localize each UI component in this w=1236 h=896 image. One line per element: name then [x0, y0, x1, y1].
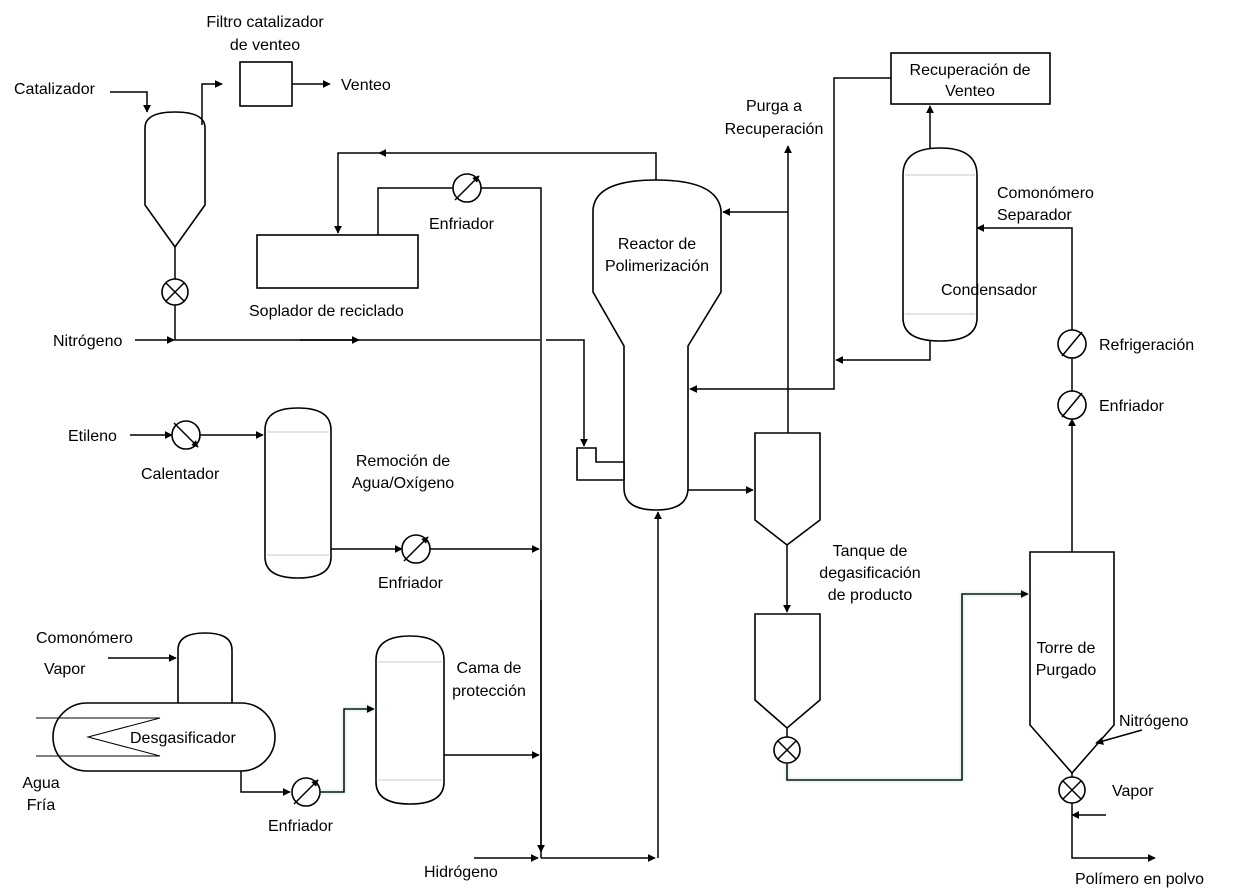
tank-label-line1: Tanque de: [833, 543, 908, 560]
ethylene-heater-icon: [171, 420, 201, 450]
removal-cooler-icon: [401, 534, 431, 564]
catalyst-rotary-valve: [161, 278, 189, 306]
product-degassing-tank: [754, 432, 821, 547]
degasser-label: Desgasificador: [130, 730, 237, 747]
cold-water-label-line2: Fría: [27, 797, 56, 814]
polymer-powder-label: Polímero en polvo: [1075, 871, 1204, 888]
product-rotary-valve: [773, 736, 801, 764]
heater-label: Calentador: [141, 466, 220, 483]
catalyst-feeder-vessel: [144, 111, 206, 249]
ethylene-label: Etileno: [68, 428, 117, 445]
right-cooler-icon: [1057, 390, 1087, 420]
cold-water-label-line1: Agua: [22, 775, 59, 792]
recycle-blower: [256, 234, 419, 289]
vapor-left-label: Vapor: [44, 661, 86, 678]
removal-cooler-label: Enfriador: [378, 575, 444, 592]
filter-label-line1: Filtro catalizador: [206, 14, 324, 31]
vent-recovery-label-line2: Venteo: [945, 83, 995, 100]
removal-label-line1: Remoción de: [356, 453, 450, 470]
catalyst-label: Catalizador: [14, 81, 96, 98]
blower-cooler-label: Enfriador: [429, 216, 495, 233]
filter-label-line2: de venteo: [230, 37, 300, 54]
nitrogen-left-label: Nitrógeno: [53, 333, 122, 350]
hydrogen-label: Hidrógeno: [424, 864, 498, 881]
blower-cooler-icon: [452, 173, 482, 203]
blower-label: Soplador de reciclado: [249, 303, 404, 320]
comonomer-left-label: Comonómero: [36, 630, 133, 647]
purge-rotary-valve: [1058, 776, 1086, 804]
reactor-label-line1: Reactor de: [618, 236, 696, 253]
vent-recovery-label-line1: Recuperación de: [910, 62, 1031, 79]
vapor-right-label: Vapor: [1112, 783, 1154, 800]
tank-label-line3: de producto: [828, 587, 913, 604]
vent-catalyst-filter: [239, 61, 293, 107]
purge-tower-label-line2: Purgado: [1036, 662, 1097, 679]
purge-tower: [1029, 551, 1115, 775]
guard-bed-label-line1: Cama de: [457, 660, 522, 677]
degasser-vessel: [36, 632, 276, 772]
condenser-label: Condensador: [941, 282, 1038, 299]
product-hopper: [754, 613, 821, 730]
right-cooler-label: Enfriador: [1099, 398, 1165, 415]
purge-label-line1: Purga a: [746, 98, 802, 115]
condenser-separator-vessel: [902, 147, 978, 342]
refrigeration-exchanger-icon: [1057, 329, 1087, 359]
guard-bed-label-line2: protección: [452, 683, 526, 700]
vent-label: Venteo: [341, 77, 391, 94]
purge-label-line2: Recuperación: [725, 121, 824, 138]
reactor-label-line2: Polimerización: [605, 258, 709, 275]
comonomer-separator-label-line1: Comonómero: [997, 185, 1094, 202]
purge-tower-label-line1: Torre de: [1037, 640, 1096, 657]
degasser-cooler-icon: [291, 777, 321, 807]
nitrogen-right-label: Nitrógeno: [1119, 713, 1188, 730]
guard-bed-vessel: [375, 635, 445, 805]
vent-recovery-box: [890, 52, 1051, 105]
tank-label-line2: degasificación: [819, 565, 920, 582]
comonomer-separator-label-line2: Separador: [997, 207, 1072, 224]
degasser-cooler-label: Enfriador: [268, 818, 334, 835]
water-oxygen-removal-vessel: [264, 407, 332, 579]
polymerization-reactor: [576, 179, 722, 511]
refrigeration-label: Refrigeración: [1099, 337, 1194, 354]
removal-label-line2: Agua/Oxígeno: [352, 475, 454, 492]
